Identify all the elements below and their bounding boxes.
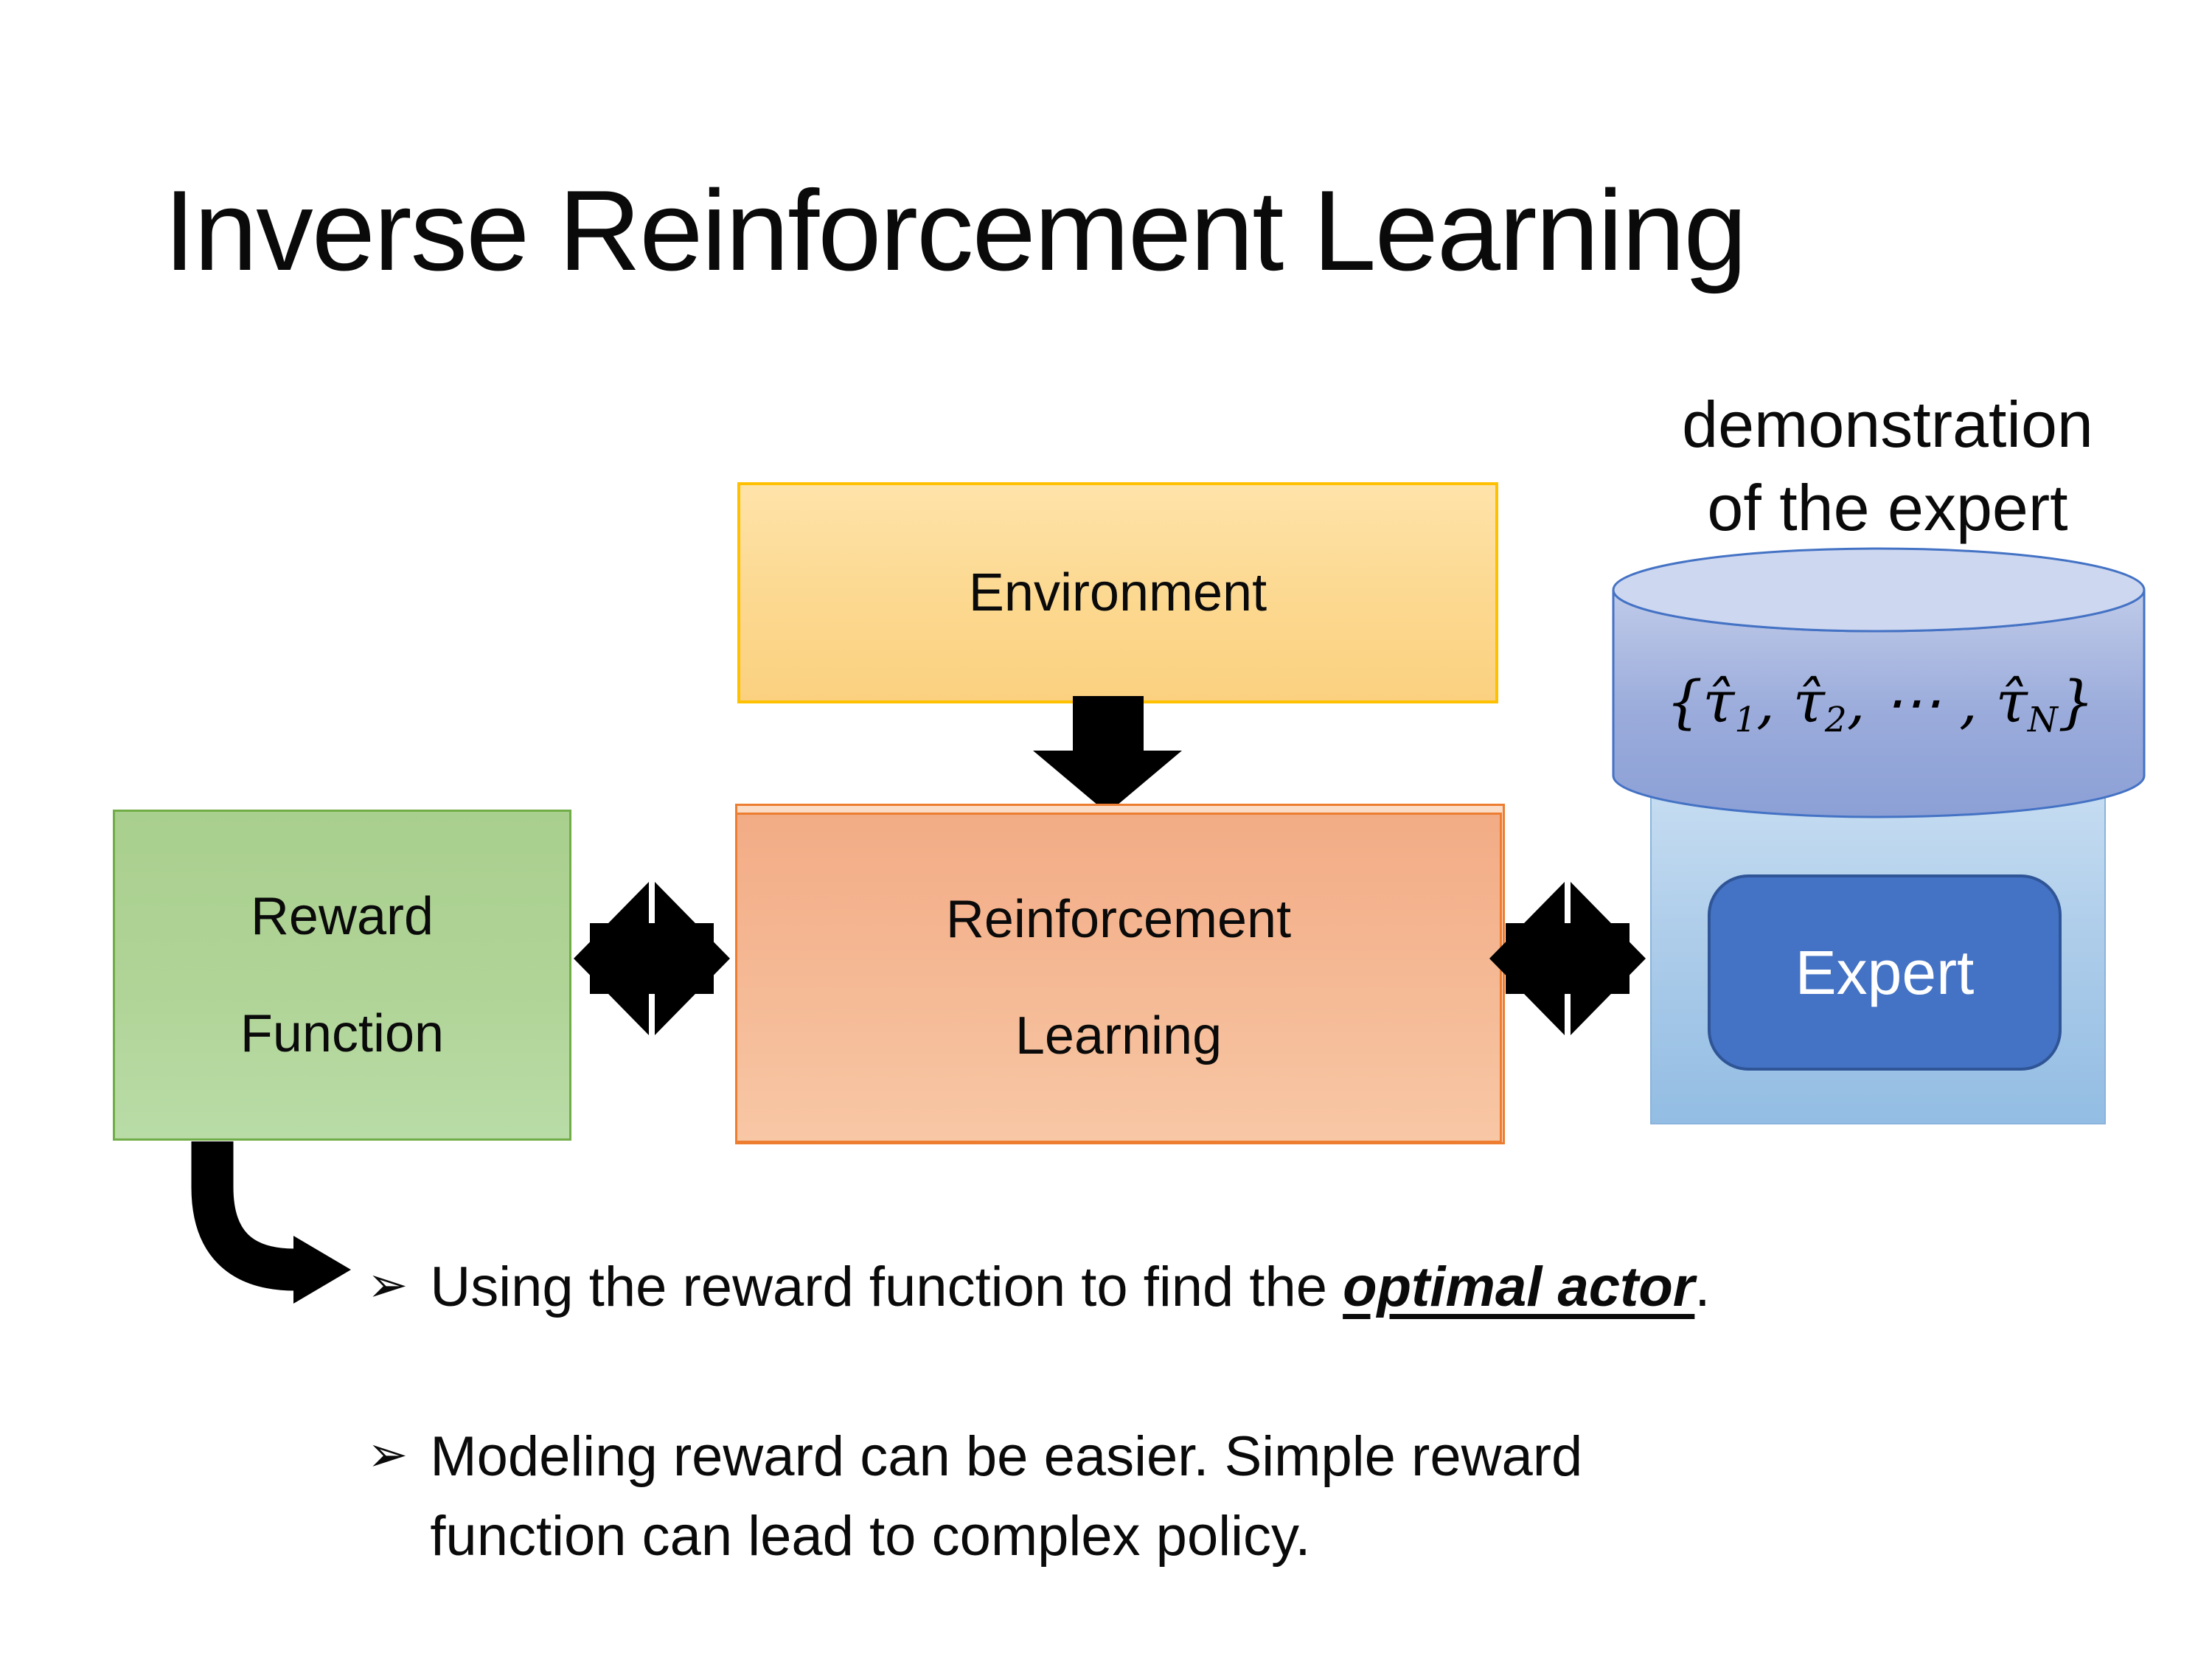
reinforcement-learning-label: Reinforcement Learning bbox=[946, 861, 1291, 1095]
annotation-line2: of the expert bbox=[1707, 470, 2068, 544]
reinforcement-learning-box: Reinforcement Learning bbox=[735, 813, 1502, 1143]
elbow-arrow-icon bbox=[191, 1141, 351, 1304]
formula-part: } bbox=[2057, 669, 2095, 736]
slide-title: Inverse Reinforcement Learning bbox=[164, 167, 1747, 294]
bullet-2-text: Modeling reward can be easier. Simple re… bbox=[430, 1417, 1582, 1576]
bullet-1-text: Using the reward function to find the op… bbox=[430, 1248, 1710, 1327]
bullet-2-line2: function can lead to complex policy. bbox=[430, 1504, 1311, 1568]
reward-label-line2: Function bbox=[240, 1004, 445, 1063]
reward-function-label: Reward Function bbox=[240, 858, 444, 1092]
formula-part: , ⋯ , τ̂ bbox=[1846, 669, 2028, 736]
bullet-item-optimal-actor: ➢ Using the reward function to find the … bbox=[367, 1248, 2063, 1327]
cylinder-formula: {τ̂1, τ̂2, ⋯ , τ̂N} bbox=[1641, 669, 2120, 740]
rl-label-line1: Reinforcement bbox=[945, 889, 1292, 949]
double-arrow-right-icon bbox=[1489, 882, 1646, 1035]
formula-subscript: 2 bbox=[1824, 700, 1847, 741]
demonstrations-cylinder bbox=[1612, 547, 2146, 818]
environment-label: Environment bbox=[968, 563, 1267, 622]
formula-part: , τ̂ bbox=[1756, 669, 1825, 736]
double-arrow-left-icon bbox=[574, 882, 730, 1035]
bullet-2-line1: Modeling reward can be easier. Simple re… bbox=[430, 1425, 1583, 1488]
formula-subscript: 1 bbox=[1734, 700, 1757, 741]
bullet-item-modeling-reward: ➢ Modeling reward can be easier. Simple … bbox=[367, 1417, 1621, 1576]
down-arrow-icon bbox=[1033, 696, 1182, 813]
reward-function-box: Reward Function bbox=[113, 810, 571, 1141]
expert-label: Expert bbox=[1795, 937, 1975, 1007]
bullet-1-prefix: Using the reward function to find the bbox=[430, 1256, 1343, 1318]
rl-label-line2: Learning bbox=[1015, 1006, 1222, 1065]
bullet-arrowhead-icon: ➢ bbox=[367, 1426, 408, 1483]
formula-part: {τ̂ bbox=[1666, 669, 1735, 736]
bullet-1-suffix: . bbox=[1694, 1256, 1711, 1318]
formula-subscript: N bbox=[2027, 700, 2058, 741]
bullet-1-highlight: optimal actor bbox=[1343, 1256, 1695, 1318]
annotation-line1: demonstration bbox=[1682, 388, 2093, 461]
annotation-demonstration: demonstration of the expert bbox=[1607, 383, 2168, 549]
reward-label-line1: Reward bbox=[250, 887, 434, 947]
bullet-arrowhead-icon: ➢ bbox=[367, 1256, 408, 1313]
environment-box: Environment bbox=[737, 482, 1498, 703]
expert-badge: Expert bbox=[1708, 874, 2062, 1071]
